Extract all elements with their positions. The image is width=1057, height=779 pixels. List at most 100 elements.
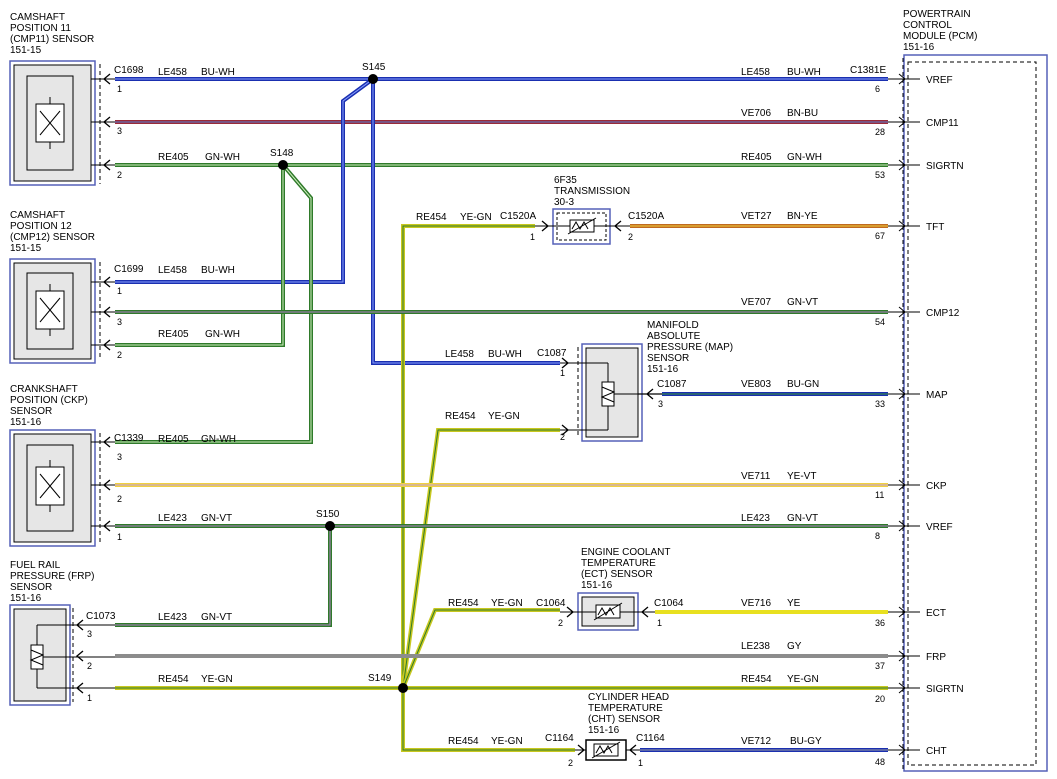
- splice-s148: [278, 160, 288, 170]
- wire-circuit-label: LE423: [158, 513, 187, 524]
- wire-pin-label: 3: [117, 126, 122, 136]
- pcm-pins: VREF 6 CMP11 28 SIGRTN 53 TFT 67 CMP12 5…: [875, 73, 964, 767]
- wire-pin-label: 2: [568, 758, 573, 768]
- pcm-title-4: 151-16: [903, 42, 935, 53]
- cht-arrow-out: [628, 744, 637, 756]
- map-resistor-icon: [560, 362, 638, 431]
- splice-s149: [398, 683, 408, 693]
- frp-title-4: 151-16: [10, 593, 42, 604]
- wire-color-label: YE-GN: [491, 736, 523, 747]
- pcm-title-1: POWERTRAIN: [903, 9, 971, 20]
- frp-arrows: [75, 619, 84, 694]
- cht-title-4: 151-16: [588, 725, 620, 736]
- frp-leads: [66, 624, 115, 689]
- wire-circuit-label: RE454: [445, 411, 476, 422]
- pcm-pin-row: CMP12 54: [875, 306, 960, 327]
- frp-resistor-icon: [29, 624, 66, 689]
- ect-thermistor-zigzag: [593, 602, 623, 621]
- wire-le423-frp: [115, 526, 332, 627]
- wire-pin-label: 2: [117, 350, 122, 360]
- pcm-pin-number: 48: [875, 757, 885, 767]
- ckp-cross-icon: [39, 460, 61, 512]
- pcm-pin-arrow: [888, 388, 920, 400]
- wire-circuit-label: RE454: [448, 736, 479, 747]
- transmission-component: 6F35 TRANSMISSION 30-3 C1520A C1520A: [500, 175, 664, 245]
- cht-arrow-in: [577, 744, 586, 756]
- wire-color-label: BU-GN: [787, 379, 819, 390]
- wire-re454-map-stripe: [402, 429, 560, 689]
- pcm-pin-arrow: [888, 159, 920, 171]
- wires-layer: [115, 77, 888, 752]
- pcm-pin-name: SIGRTN: [926, 684, 964, 695]
- pcm-pin-number: 11: [875, 490, 884, 500]
- pcm-pin-row: VREF 8: [875, 520, 953, 541]
- frp-connector: C1073: [86, 611, 116, 622]
- wire-pin-label: 3: [117, 317, 122, 327]
- cmp12-cross-icon: [39, 284, 61, 336]
- wire-circuit-label: RE454: [448, 598, 479, 609]
- cht-title-3: (CHT) SENSOR: [588, 714, 660, 725]
- wire-circuit-label: VE712: [741, 736, 771, 747]
- cht-title-2: TEMPERATURE: [588, 703, 663, 714]
- wire-color-label: GN-VT: [201, 612, 232, 623]
- map-title-5: 151-16: [647, 364, 679, 375]
- pcm-title-3: MODULE (PCM): [903, 31, 977, 42]
- splices: S145 S148 S150 S149: [270, 62, 408, 693]
- cht-title-1: CYLINDER HEAD: [588, 692, 669, 703]
- ect-title-3: (ECT) SENSOR: [581, 569, 653, 580]
- pcm-pin-name: VREF: [926, 75, 953, 86]
- wire-color-label: BU-WH: [201, 67, 235, 78]
- wire-pin-label: 1: [117, 286, 122, 296]
- wire-labels: LE458 BU-WH 1 LE458 BU-WH VE706 BN-BU 3 …: [87, 67, 822, 768]
- cmp11-title-2: POSITION 11: [10, 23, 71, 34]
- ect-connector-in: C1064: [536, 598, 566, 609]
- ckp-arrows: [102, 436, 111, 532]
- cht-connector-out: C1164: [636, 733, 665, 744]
- ect-title-2: TEMPERATURE: [581, 558, 656, 569]
- wire-le458-s145-to-cmp12: [115, 77, 375, 284]
- pcm-pin-number: 37: [875, 661, 885, 671]
- wire-circuit-label: VET27: [741, 211, 772, 222]
- wire-pin-label: 1: [117, 84, 122, 94]
- pcm-pin-row: TFT 67: [875, 220, 944, 241]
- wire-pin-label: 1: [530, 232, 535, 242]
- ckp-connector: C1339: [114, 433, 144, 444]
- trans-arrow-in: [541, 220, 550, 232]
- pcm-pin-arrow: [888, 650, 920, 662]
- pcm-pin-name: CMP11: [926, 118, 959, 129]
- wire-color-label: GN-WH: [205, 329, 240, 340]
- map-title-2: ABSOLUTE: [647, 331, 701, 342]
- pcm-pin-number: 36: [875, 618, 885, 628]
- wire-pin-label: 2: [628, 232, 633, 242]
- wire-color-label: GN-VT: [787, 513, 818, 524]
- pcm-pin-arrow: [888, 73, 920, 85]
- wire-re405-s148-to-cmp12: [115, 165, 285, 347]
- pcm-pin-name: MAP: [926, 390, 948, 401]
- wire-re454-tft-stripe: [402, 225, 535, 688]
- wire-circuit-label: RE405: [158, 329, 189, 340]
- wire-re405-s148-stripe1: [115, 165, 284, 346]
- trans-connector-in: C1520A: [500, 211, 536, 222]
- wire-le423-frp-stripe: [115, 526, 331, 626]
- pcm-pin-row: SIGRTN 20: [875, 682, 964, 704]
- wire-re454-ect-stripe: [402, 609, 560, 689]
- cmp12-sensor: CAMSHAFT POSITION 12 (CMP12) SENSOR 151-…: [9, 210, 144, 364]
- wire-re454-map: [401, 428, 560, 689]
- pcm-pin-number: 53: [875, 170, 885, 180]
- pcm-module: POWERTRAIN CONTROL MODULE (PCM) 151-16 C…: [850, 9, 1048, 772]
- map-sensor: MANIFOLD ABSOLUTE PRESSURE (MAP) SENSOR …: [537, 320, 733, 442]
- ckp-title-4: 151-16: [10, 417, 42, 428]
- pcm-pin-row: SIGRTN 53: [875, 159, 964, 180]
- cmp12-title-2: POSITION 12: [10, 221, 72, 232]
- ckp-sensor: CRANKSHAFT POSITION (CKP) SENSOR 151-16 …: [9, 384, 144, 547]
- wire-color-label: YE-GN: [787, 674, 819, 685]
- wire-pin-label: 2: [87, 661, 92, 671]
- wire-pin-label: 2: [117, 170, 122, 180]
- pcm-pin-name: SIGRTN: [926, 161, 964, 172]
- wire-color-label: BN-YE: [787, 211, 818, 222]
- splice-s145-label: S145: [362, 62, 386, 73]
- ect-sensor: ENGINE COOLANT TEMPERATURE (ECT) SENSOR …: [536, 547, 684, 631]
- wire-pin-label: 1: [638, 758, 643, 768]
- splice-s145: [368, 74, 378, 84]
